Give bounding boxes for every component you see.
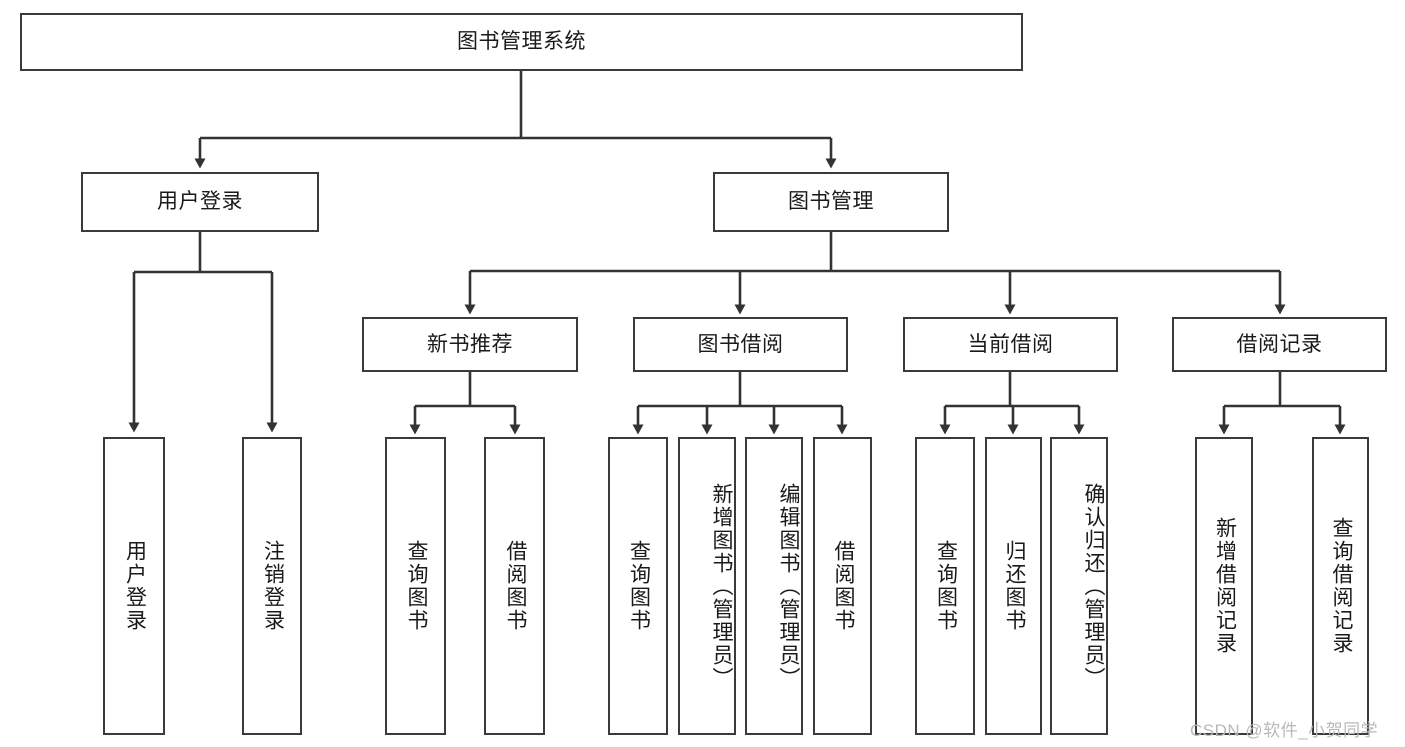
node-leaf-user-login[interactable]: 用户登录 bbox=[103, 437, 165, 735]
node-new-book-recommend[interactable]: 新书推荐 bbox=[362, 317, 578, 372]
node-leaf-record-query[interactable]: 查询借阅记录 bbox=[1312, 437, 1369, 735]
node-leaf-user-logout[interactable]: 注销登录 bbox=[242, 437, 302, 735]
watermark-text: CSDN @软件_小贺同学 bbox=[1190, 721, 1379, 740]
node-new-book-recommend-label: 新书推荐 bbox=[427, 332, 513, 356]
node-book-manage-label: 图书管理 bbox=[788, 190, 874, 214]
node-root-label: 图书管理系统 bbox=[457, 30, 586, 54]
node-leaf-borrow-add-book[interactable]: 新增图书（管理员） bbox=[678, 437, 736, 735]
node-leaf-current-return-book[interactable]: 归还图书 bbox=[985, 437, 1042, 735]
node-leaf-record-add-label: 新增借阅记录 bbox=[1213, 517, 1237, 655]
node-borrow-record-label: 借阅记录 bbox=[1236, 332, 1323, 356]
node-root[interactable]: 图书管理系统 bbox=[20, 13, 1023, 71]
node-leaf-rec-query-book-label: 查询图书 bbox=[404, 540, 428, 632]
node-user-login-label: 用户登录 bbox=[157, 190, 243, 214]
node-leaf-borrow-borrow-book-label: 借阅图书 bbox=[831, 540, 855, 632]
node-borrow-record[interactable]: 借阅记录 bbox=[1172, 317, 1387, 372]
node-book-borrow[interactable]: 图书借阅 bbox=[633, 317, 848, 372]
node-book-manage[interactable]: 图书管理 bbox=[713, 172, 949, 232]
node-leaf-rec-borrow-book[interactable]: 借阅图书 bbox=[484, 437, 545, 735]
node-book-borrow-label: 图书借阅 bbox=[697, 332, 784, 356]
node-leaf-current-query-book-label: 查询图书 bbox=[934, 540, 958, 632]
node-user-login[interactable]: 用户登录 bbox=[81, 172, 319, 232]
node-leaf-user-login-label: 用户登录 bbox=[123, 540, 147, 632]
node-leaf-current-confirm-return-label: 确认归还（管理员） bbox=[1082, 482, 1105, 690]
node-current-borrow-label: 当前借阅 bbox=[967, 332, 1054, 356]
node-leaf-borrow-borrow-book[interactable]: 借阅图书 bbox=[813, 437, 872, 735]
node-leaf-user-logout-label: 注销登录 bbox=[261, 540, 285, 632]
node-leaf-record-add[interactable]: 新增借阅记录 bbox=[1195, 437, 1253, 735]
node-leaf-borrow-query-book-label: 查询图书 bbox=[627, 540, 651, 632]
node-leaf-rec-borrow-book-label: 借阅图书 bbox=[503, 540, 527, 632]
node-leaf-borrow-query-book[interactable]: 查询图书 bbox=[608, 437, 668, 735]
node-leaf-borrow-edit-book[interactable]: 编辑图书（管理员） bbox=[745, 437, 803, 735]
node-current-borrow[interactable]: 当前借阅 bbox=[903, 317, 1118, 372]
node-leaf-record-query-label: 查询借阅记录 bbox=[1329, 517, 1353, 655]
node-leaf-current-return-book-label: 归还图书 bbox=[1002, 540, 1026, 632]
node-leaf-borrow-add-book-label: 新增图书（管理员） bbox=[710, 482, 733, 690]
node-leaf-current-query-book[interactable]: 查询图书 bbox=[915, 437, 975, 735]
node-leaf-rec-query-book[interactable]: 查询图书 bbox=[385, 437, 446, 735]
node-leaf-borrow-edit-book-label: 编辑图书（管理员） bbox=[777, 482, 800, 690]
node-leaf-current-confirm-return[interactable]: 确认归还（管理员） bbox=[1050, 437, 1108, 735]
